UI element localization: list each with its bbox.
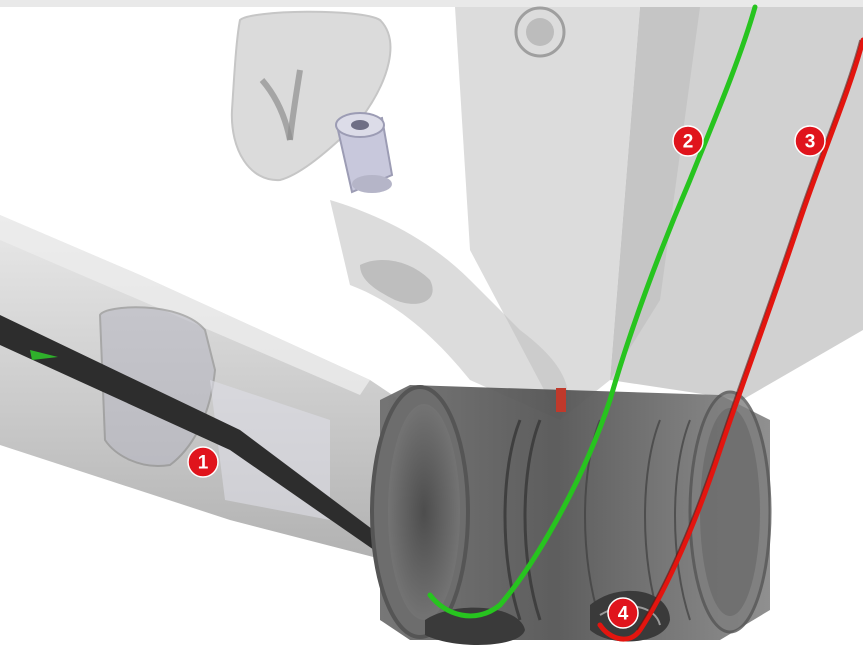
- marker-3: 3: [794, 125, 826, 157]
- marker-3-circle: [794, 125, 826, 157]
- marker-1-circle: [187, 446, 219, 478]
- marker-2-circle: [672, 125, 704, 157]
- upper-gusset: [455, 7, 640, 420]
- red-cable: [597, 37, 863, 642]
- internal-hose: [0, 315, 420, 575]
- chainstay-yoke: [330, 200, 568, 420]
- marker-4: 4: [607, 597, 639, 629]
- marker-2: 2: [672, 125, 704, 157]
- marker-4-circle: [607, 597, 639, 629]
- marker-3-label: 3: [805, 132, 816, 153]
- green-cable: [427, 4, 758, 619]
- top-border-strip: [0, 0, 863, 7]
- marker-1: 1: [187, 446, 219, 478]
- marker-4-label: 4: [618, 604, 629, 625]
- marker-1-label: 1: [198, 453, 209, 474]
- bolt-insert: [335, 112, 394, 194]
- bottom-bracket-shell: [370, 385, 772, 640]
- marker-2-label: 2: [683, 132, 694, 153]
- rocker-link: [230, 10, 392, 182]
